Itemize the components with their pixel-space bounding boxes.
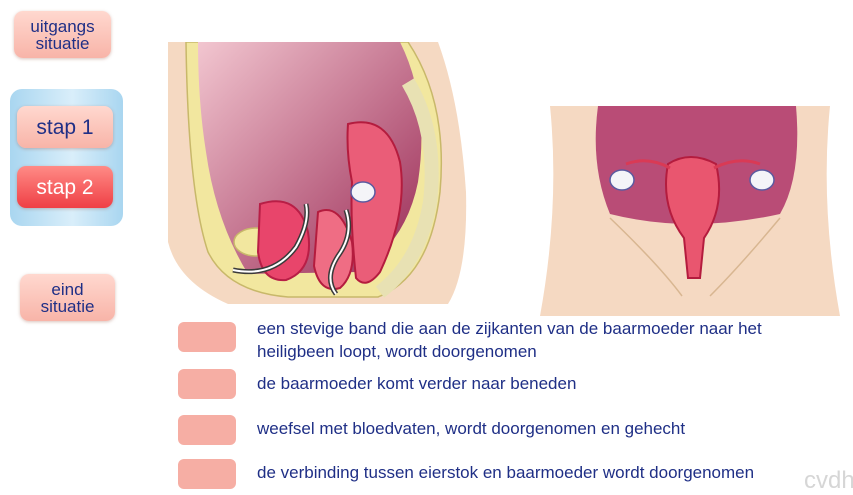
legend-text-1-line-1: een stevige band die aan de zijkanten va… [257, 318, 762, 339]
step-1-label: stap 1 [36, 117, 93, 138]
legend-swatch-3 [178, 415, 236, 445]
sagittal-pelvis-illustration [168, 42, 488, 322]
legend-swatch-4 [178, 459, 236, 489]
legend-swatch-1 [178, 322, 236, 352]
start-situation-label: uitgangs situatie [30, 18, 94, 52]
legend-text-1-line-2: heiligbeen loopt, wordt doorgenomen [257, 341, 537, 362]
legend-text-2: de baarmoeder komt verder naar beneden [257, 373, 576, 394]
start-situation-button[interactable]: uitgangs situatie [14, 11, 111, 58]
ovary [351, 182, 375, 202]
step-1-button[interactable]: stap 1 [17, 106, 113, 148]
watermark: cvdh [804, 467, 853, 495]
frontal-pelvis-illustration [540, 106, 840, 316]
legend-text-4: de verbinding tussen eierstok en baarmoe… [257, 462, 754, 483]
ovary-right [750, 170, 774, 190]
legend-text-3: weefsel met bloedvaten, wordt doorgenome… [257, 418, 685, 439]
legend-swatch-2 [178, 369, 236, 399]
step-2-label: stap 2 [36, 177, 93, 198]
step-2-button[interactable]: stap 2 [17, 166, 113, 208]
end-situation-button[interactable]: eind situatie [20, 274, 115, 321]
ovary-left [610, 170, 634, 190]
end-situation-label: eind situatie [41, 281, 95, 315]
